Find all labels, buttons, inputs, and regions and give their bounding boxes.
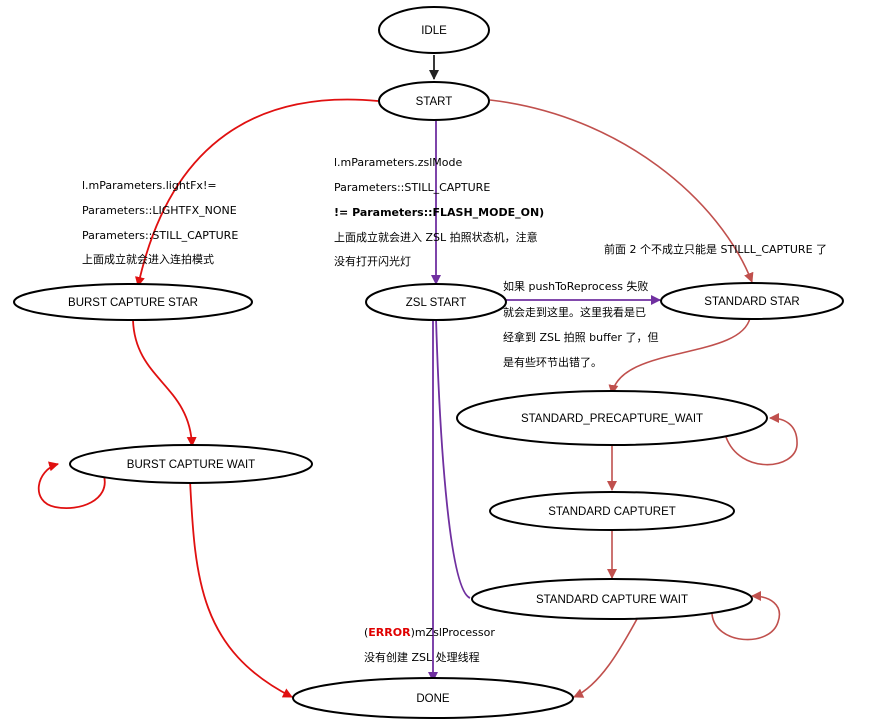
- reprocess-fail-note: 如果 pushToReprocess 失败 就会走到这里。这里我看是已 经拿到 …: [503, 279, 658, 369]
- zsl-condition-line2: Parameters::STILL_CAPTURE: [334, 181, 490, 194]
- state-standard-capture: STANDARD CAPTURET: [489, 491, 735, 531]
- burst-condition-line1: l.mParameters.lightFx!=: [82, 179, 217, 192]
- state-standard-precapture-wait: STANDARD_PRECAPTURE_WAIT: [456, 390, 768, 446]
- state-standard-start-label: STANDARD STAR: [704, 296, 799, 308]
- zsl-condition-line3: != Parameters::FLASH_MODE_ON): [334, 206, 544, 219]
- state-done: DONE: [292, 677, 574, 719]
- state-start: START: [378, 81, 490, 121]
- standard-fallback-note: 前面 2 个不成立只能是 STILLL_CAPTURE 了: [604, 242, 827, 256]
- edge-burst-start-burst-wait: [132, 319, 197, 447]
- zsl-condition-line1: l.mParameters.zslMode: [334, 156, 462, 169]
- state-burst-capture-wait: BURST CAPTURE WAIT: [69, 444, 313, 484]
- edge-capturewait-done: [573, 618, 638, 698]
- burst-condition-line4: 上面成立就会进入连拍模式: [82, 252, 214, 266]
- edge-capturewait-self: [711, 591, 781, 641]
- error-tag: ERROR: [368, 626, 411, 639]
- state-idle-label: IDLE: [421, 25, 447, 37]
- zsl-error-line1: (ERROR)mZslProcessor: [364, 626, 495, 639]
- reprocess-fail-line2: 就会走到这里。这里我看是已: [503, 305, 646, 319]
- state-standard-start: STANDARD STAR: [660, 282, 844, 320]
- burst-condition-line3: Parameters::STILL_CAPTURE: [82, 229, 238, 242]
- zsl-condition-note: l.mParameters.zslMode Parameters::STILL_…: [334, 156, 544, 268]
- reprocess-fail-line3: 经拿到 ZSL 拍照 buffer 了，但: [503, 330, 658, 344]
- state-burst-capture-start-label: BURST CAPTURE STAR: [68, 297, 198, 309]
- edge-standard-precapture: [608, 317, 751, 395]
- state-standard-capture-label: STANDARD CAPTURET: [548, 506, 676, 518]
- edge-zsl-standard-capture-wait: [435, 317, 471, 599]
- state-standard-capture-wait-label: STANDARD CAPTURE WAIT: [536, 594, 688, 606]
- edge-burst-wait-done: [189, 479, 293, 698]
- reprocess-fail-line4: 是有些环节出错了。: [503, 355, 602, 369]
- edge-precapture-self: [725, 413, 798, 466]
- zsl-error-line2: 没有创建 ZSL 处理线程: [364, 650, 480, 664]
- burst-condition-line2: Parameters::LIGHTFX_NONE: [82, 204, 237, 217]
- state-standard-precapture-wait-label: STANDARD_PRECAPTURE_WAIT: [521, 413, 703, 425]
- state-burst-capture-wait-label: BURST CAPTURE WAIT: [127, 459, 255, 471]
- edge-burst-wait-self: [37, 461, 106, 509]
- edge-start-standard: [489, 99, 754, 283]
- zsl-error-note: (ERROR)mZslProcessor 没有创建 ZSL 处理线程: [364, 626, 495, 664]
- burst-condition-note: l.mParameters.lightFx!= Parameters::LIGH…: [82, 179, 238, 266]
- zsl-condition-line5: 没有打开闪光灯: [334, 254, 411, 268]
- zsl-error-line1-rest: mZslProcessor: [415, 626, 495, 639]
- state-done-label: DONE: [416, 693, 450, 705]
- edge-start-burst-start: [135, 98, 379, 287]
- state-burst-capture-start: BURST CAPTURE STAR: [13, 283, 253, 321]
- state-idle: IDLE: [378, 6, 490, 54]
- state-zsl-start-label: ZSL START: [406, 297, 467, 309]
- state-standard-capture-wait: STANDARD CAPTURE WAIT: [471, 578, 753, 620]
- state-start-label: START: [416, 96, 453, 108]
- zsl-condition-line4: 上面成立就会进入 ZSL 拍照状态机，注意: [334, 230, 538, 244]
- state-zsl-start: ZSL START: [365, 283, 507, 321]
- reprocess-fail-line1: 如果 pushToReprocess 失败: [503, 279, 648, 293]
